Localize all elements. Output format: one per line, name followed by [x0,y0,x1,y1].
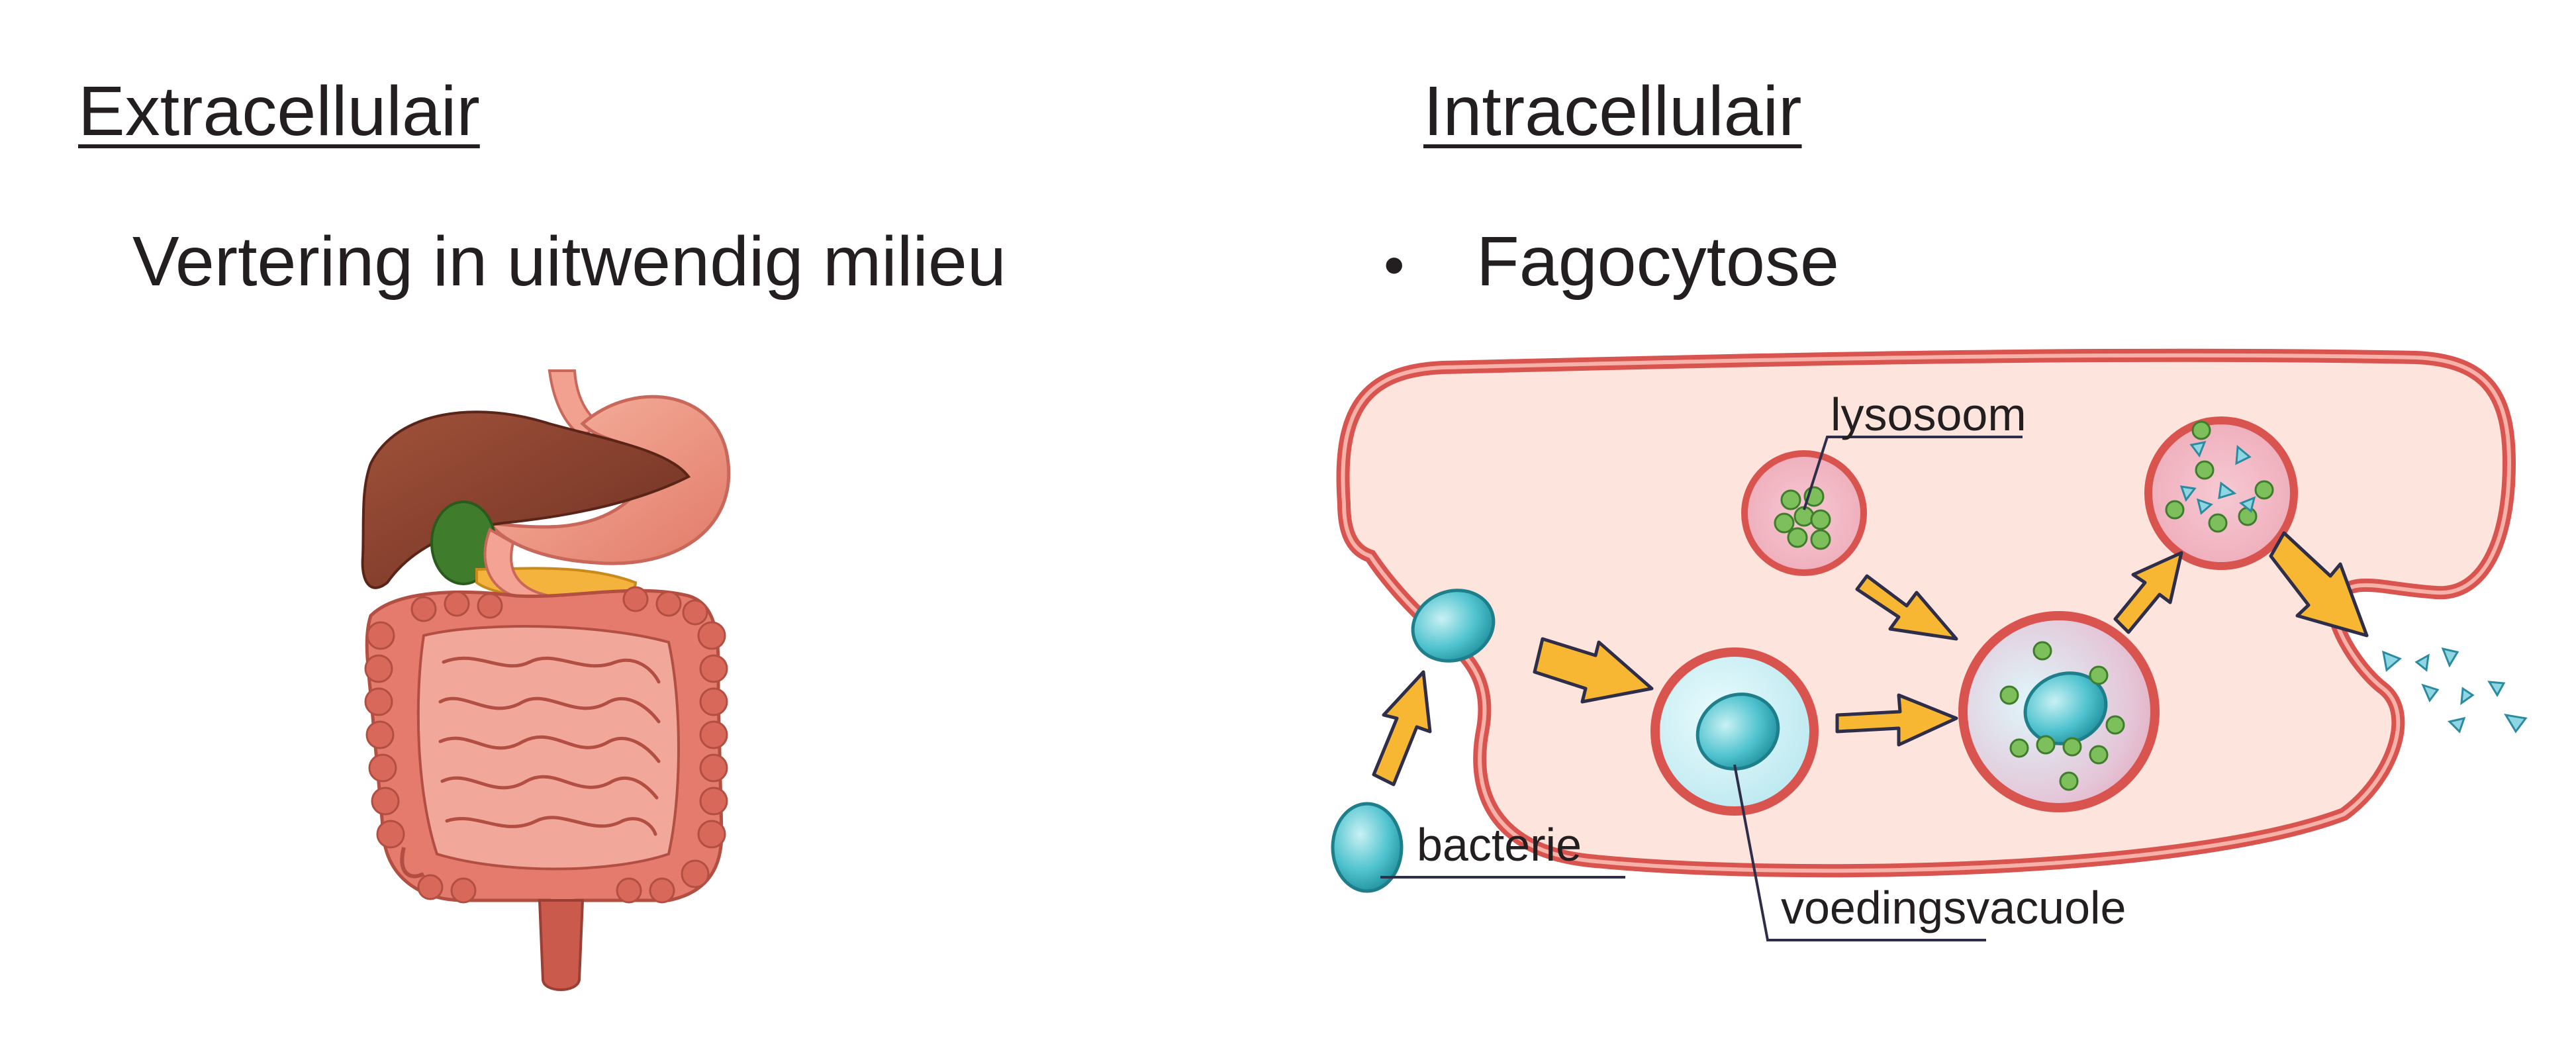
lysosome-label: lysosoom [1831,389,2027,440]
residual-vacuole-icon [2144,416,2298,570]
phagocytosis-cell-icon: lysosoom bacterie voedingsvacuole [1331,348,2528,941]
extracellular-heading: Extracellulair [78,72,480,150]
food-vacuole-label: voedingsvacuole [1781,882,2126,933]
food-vacuole-leader-line [1733,764,1986,941]
bacterium-label: bacterie [1417,819,1582,871]
phagocytosis-item: Fagocytose [1476,222,1839,301]
lysosome-leader-line [1803,436,2023,510]
bullet-dot: • [1384,232,1405,299]
extracellular-subtitle: Vertering in uitwendig milieu [132,222,1006,301]
bacterium-icon [1331,802,1404,893]
digestive-system-icon [361,369,731,991]
arrow-up-right-icon [2113,551,2183,634]
expelled-fragments-icon [2382,647,2528,734]
arrow-out-icon [2269,531,2369,638]
arrow-down-right-icon [1855,574,1958,641]
bacterium-entering-icon [1411,589,1496,663]
food-vacuole-icon [1650,647,1819,816]
intracellular-heading: Intracellulair [1423,72,1802,150]
arrow-up-icon [1372,670,1432,787]
lysosome-icon [1741,450,1867,576]
arrow-right-icon [1533,637,1654,704]
digestive-vacuole-icon [1958,611,2160,812]
arrow-right-icon [1835,693,1958,747]
